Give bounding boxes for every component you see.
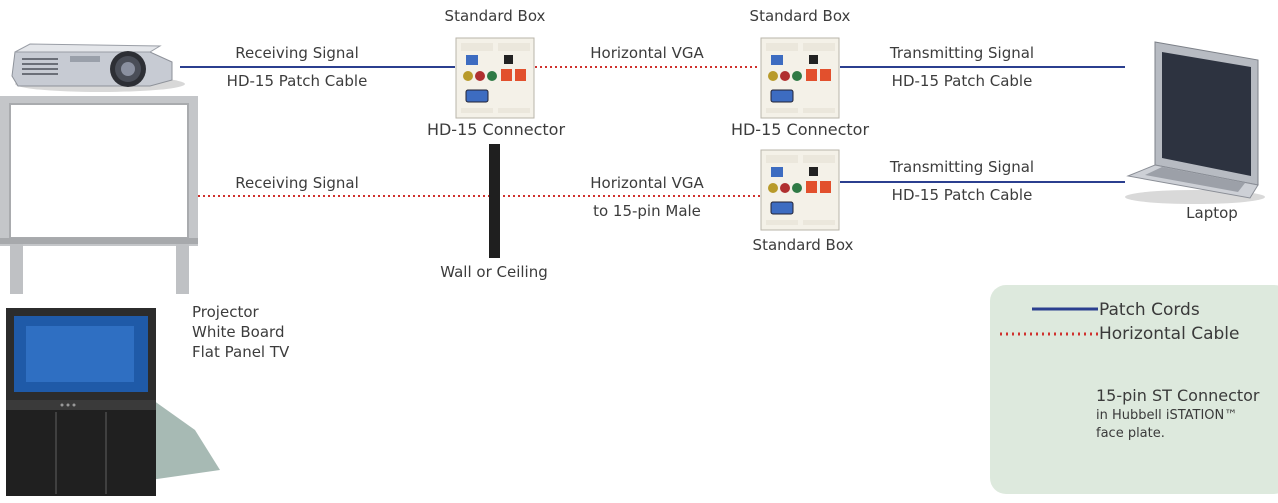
legend-connector-line1: in Hubbell iSTATION™ xyxy=(1096,408,1238,423)
wall-bar xyxy=(489,144,500,258)
whiteboard-icon xyxy=(0,96,198,294)
row1-middle: Horizontal VGA xyxy=(590,44,704,62)
legend-connector-line2: face plate. xyxy=(1096,426,1165,441)
row2-right-bottom: HD-15 Patch Cable xyxy=(891,186,1033,204)
wall-label: Wall or Ceiling xyxy=(440,263,548,281)
face-plate-box2 xyxy=(760,37,840,119)
face-plate-box3 xyxy=(760,149,840,231)
legend-patch-label: Patch Cords xyxy=(1099,300,1200,320)
device-flat-panel-tv: Flat Panel TV xyxy=(192,343,290,361)
box2-title: Standard Box xyxy=(749,7,851,25)
laptop-icon xyxy=(1125,41,1265,204)
row1-left-bottom: HD-15 Patch Cable xyxy=(226,72,368,90)
device-projector: Projector xyxy=(192,303,259,321)
row2-middle-bottom: to 15-pin Male xyxy=(593,202,701,220)
legend xyxy=(990,285,1278,494)
row1-left-top: Receiving Signal xyxy=(235,44,359,62)
row1-right-bottom: HD-15 Patch Cable xyxy=(891,72,1033,90)
legend-horizontal-label: Horizontal Cable xyxy=(1099,324,1240,344)
row1-right-top: Transmitting Signal xyxy=(889,44,1035,62)
box1-title: Standard Box xyxy=(444,7,546,25)
box1-caption: HD-15 Connector xyxy=(426,120,566,139)
face-plate-box1 xyxy=(455,37,535,119)
row2-middle-top: Horizontal VGA xyxy=(590,174,704,192)
row2-right-top: Transmitting Signal xyxy=(889,158,1035,176)
box2-caption: HD-15 Connector xyxy=(730,120,870,139)
laptop-label: Laptop xyxy=(1186,204,1238,222)
row2-left: Receiving Signal xyxy=(235,174,359,192)
device-white-board: White Board xyxy=(192,323,285,341)
box3-caption: Standard Box xyxy=(752,236,854,254)
legend-connector-title: 15-pin ST Connector xyxy=(1096,386,1260,405)
projector-icon xyxy=(11,43,185,92)
flat-panel-tv-icon xyxy=(6,308,220,496)
